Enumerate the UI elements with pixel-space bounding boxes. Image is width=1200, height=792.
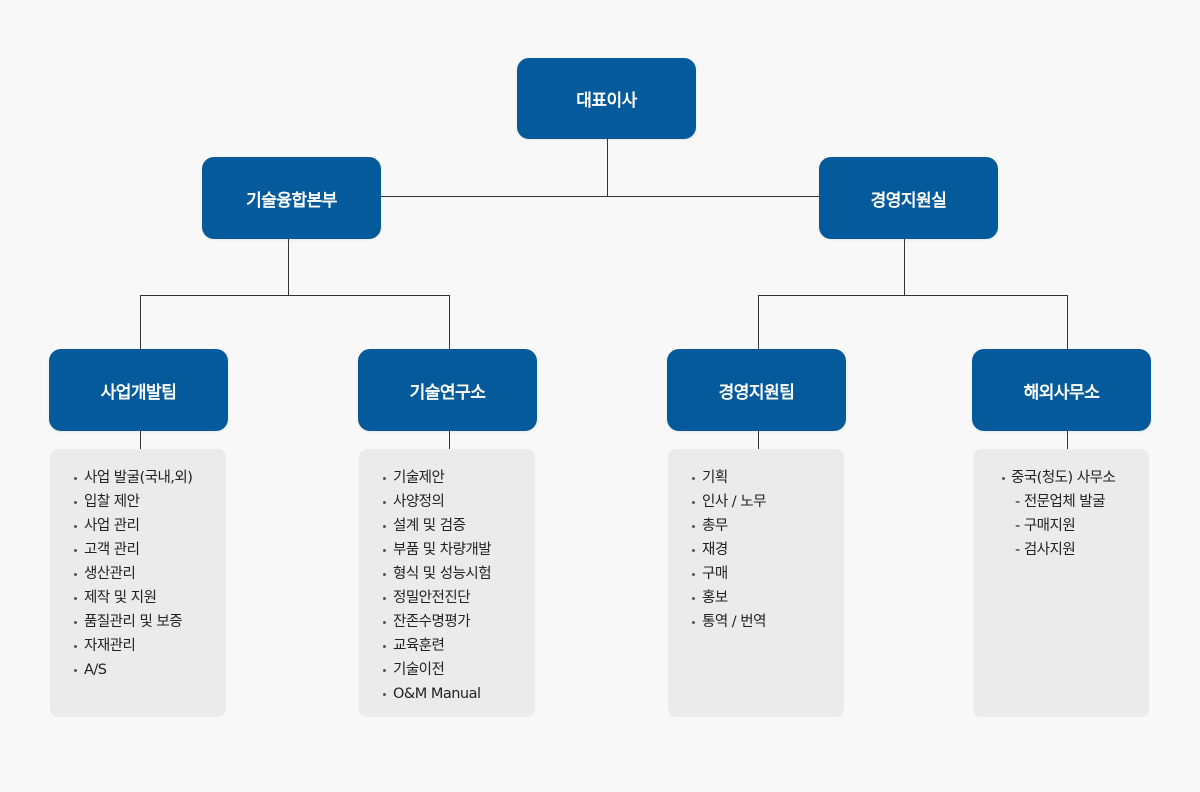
list-item: 사양정의 xyxy=(359,490,535,514)
overseas-duties-list: 중국(청도) 사무소 - 전문업체 발굴 - 구매지원 - 검사지원 xyxy=(973,466,1149,562)
sub-list-item: - 전문업체 발굴 xyxy=(1015,494,1106,510)
list-item: 총무 xyxy=(668,514,844,538)
list-item: 입찰 제안 xyxy=(50,490,226,514)
bizdev-duties-panel: 사업 발굴(국내,외) 입찰 제안 사업 관리 고객 관리 생산관리 제작 및 … xyxy=(50,449,226,717)
office-item: 중국(청도) 사무소 xyxy=(973,466,1149,490)
list-item: 고객 관리 xyxy=(50,538,226,562)
list-item: 기획 xyxy=(668,466,844,490)
list-item: 형식 및 성능시험 xyxy=(359,562,535,586)
list-item: 품질관리 및 보증 xyxy=(50,610,226,634)
bizdev-duties-list: 사업 발굴(국내,외) 입찰 제안 사업 관리 고객 관리 생산관리 제작 및 … xyxy=(50,466,226,682)
list-item: O&M Manual xyxy=(359,682,535,706)
list-item: 사업 발굴(국내,외) xyxy=(50,466,226,490)
list-item: 잔존수명평가 xyxy=(359,610,535,634)
overseas-team-node: 해외사무소 xyxy=(972,349,1151,431)
ceo-node: 대표이사 xyxy=(517,58,696,139)
list-item: 통역 / 번역 xyxy=(668,610,844,634)
list-item: 사업 관리 xyxy=(50,514,226,538)
list-item: 설계 및 검증 xyxy=(359,514,535,538)
list-item: 구매 xyxy=(668,562,844,586)
list-item: 생산관리 xyxy=(50,562,226,586)
tech-division-node: 기술융합본부 xyxy=(202,157,381,239)
mgmt-division-node: 경영지원실 xyxy=(819,157,998,239)
list-item: 기술이전 xyxy=(359,658,535,682)
overseas-duties-panel: 중국(청도) 사무소 - 전문업체 발굴 - 구매지원 - 검사지원 xyxy=(973,449,1149,717)
support-duties-list: 기획 인사 / 노무 총무 재경 구매 홍보 통역 / 번역 xyxy=(668,466,844,634)
support-duties-panel: 기획 인사 / 노무 총무 재경 구매 홍보 통역 / 번역 xyxy=(668,449,844,717)
list-item: 자재관리 xyxy=(50,634,226,658)
list-item: 부품 및 차량개발 xyxy=(359,538,535,562)
list-item: 정밀안전진단 xyxy=(359,586,535,610)
list-item: 제작 및 지원 xyxy=(50,586,226,610)
lab-duties-list: 기술제안 사양정의 설계 및 검증 부품 및 차량개발 형식 및 성능시험 정밀… xyxy=(359,466,535,706)
list-item: A/S xyxy=(50,658,226,682)
list-item: 인사 / 노무 xyxy=(668,490,844,514)
bizdev-team-node: 사업개발팀 xyxy=(49,349,228,431)
list-item: 홍보 xyxy=(668,586,844,610)
list-item: 기술제안 xyxy=(359,466,535,490)
lab-team-node: 기술연구소 xyxy=(358,349,537,431)
support-team-node: 경영지원팀 xyxy=(667,349,846,431)
sub-list-item: - 구매지원 xyxy=(1015,518,1076,534)
lab-duties-panel: 기술제안 사양정의 설계 및 검증 부품 및 차량개발 형식 및 성능시험 정밀… xyxy=(359,449,535,717)
sub-list-item: - 검사지원 xyxy=(1015,542,1076,558)
list-item: 재경 xyxy=(668,538,844,562)
list-item: 교육훈련 xyxy=(359,634,535,658)
